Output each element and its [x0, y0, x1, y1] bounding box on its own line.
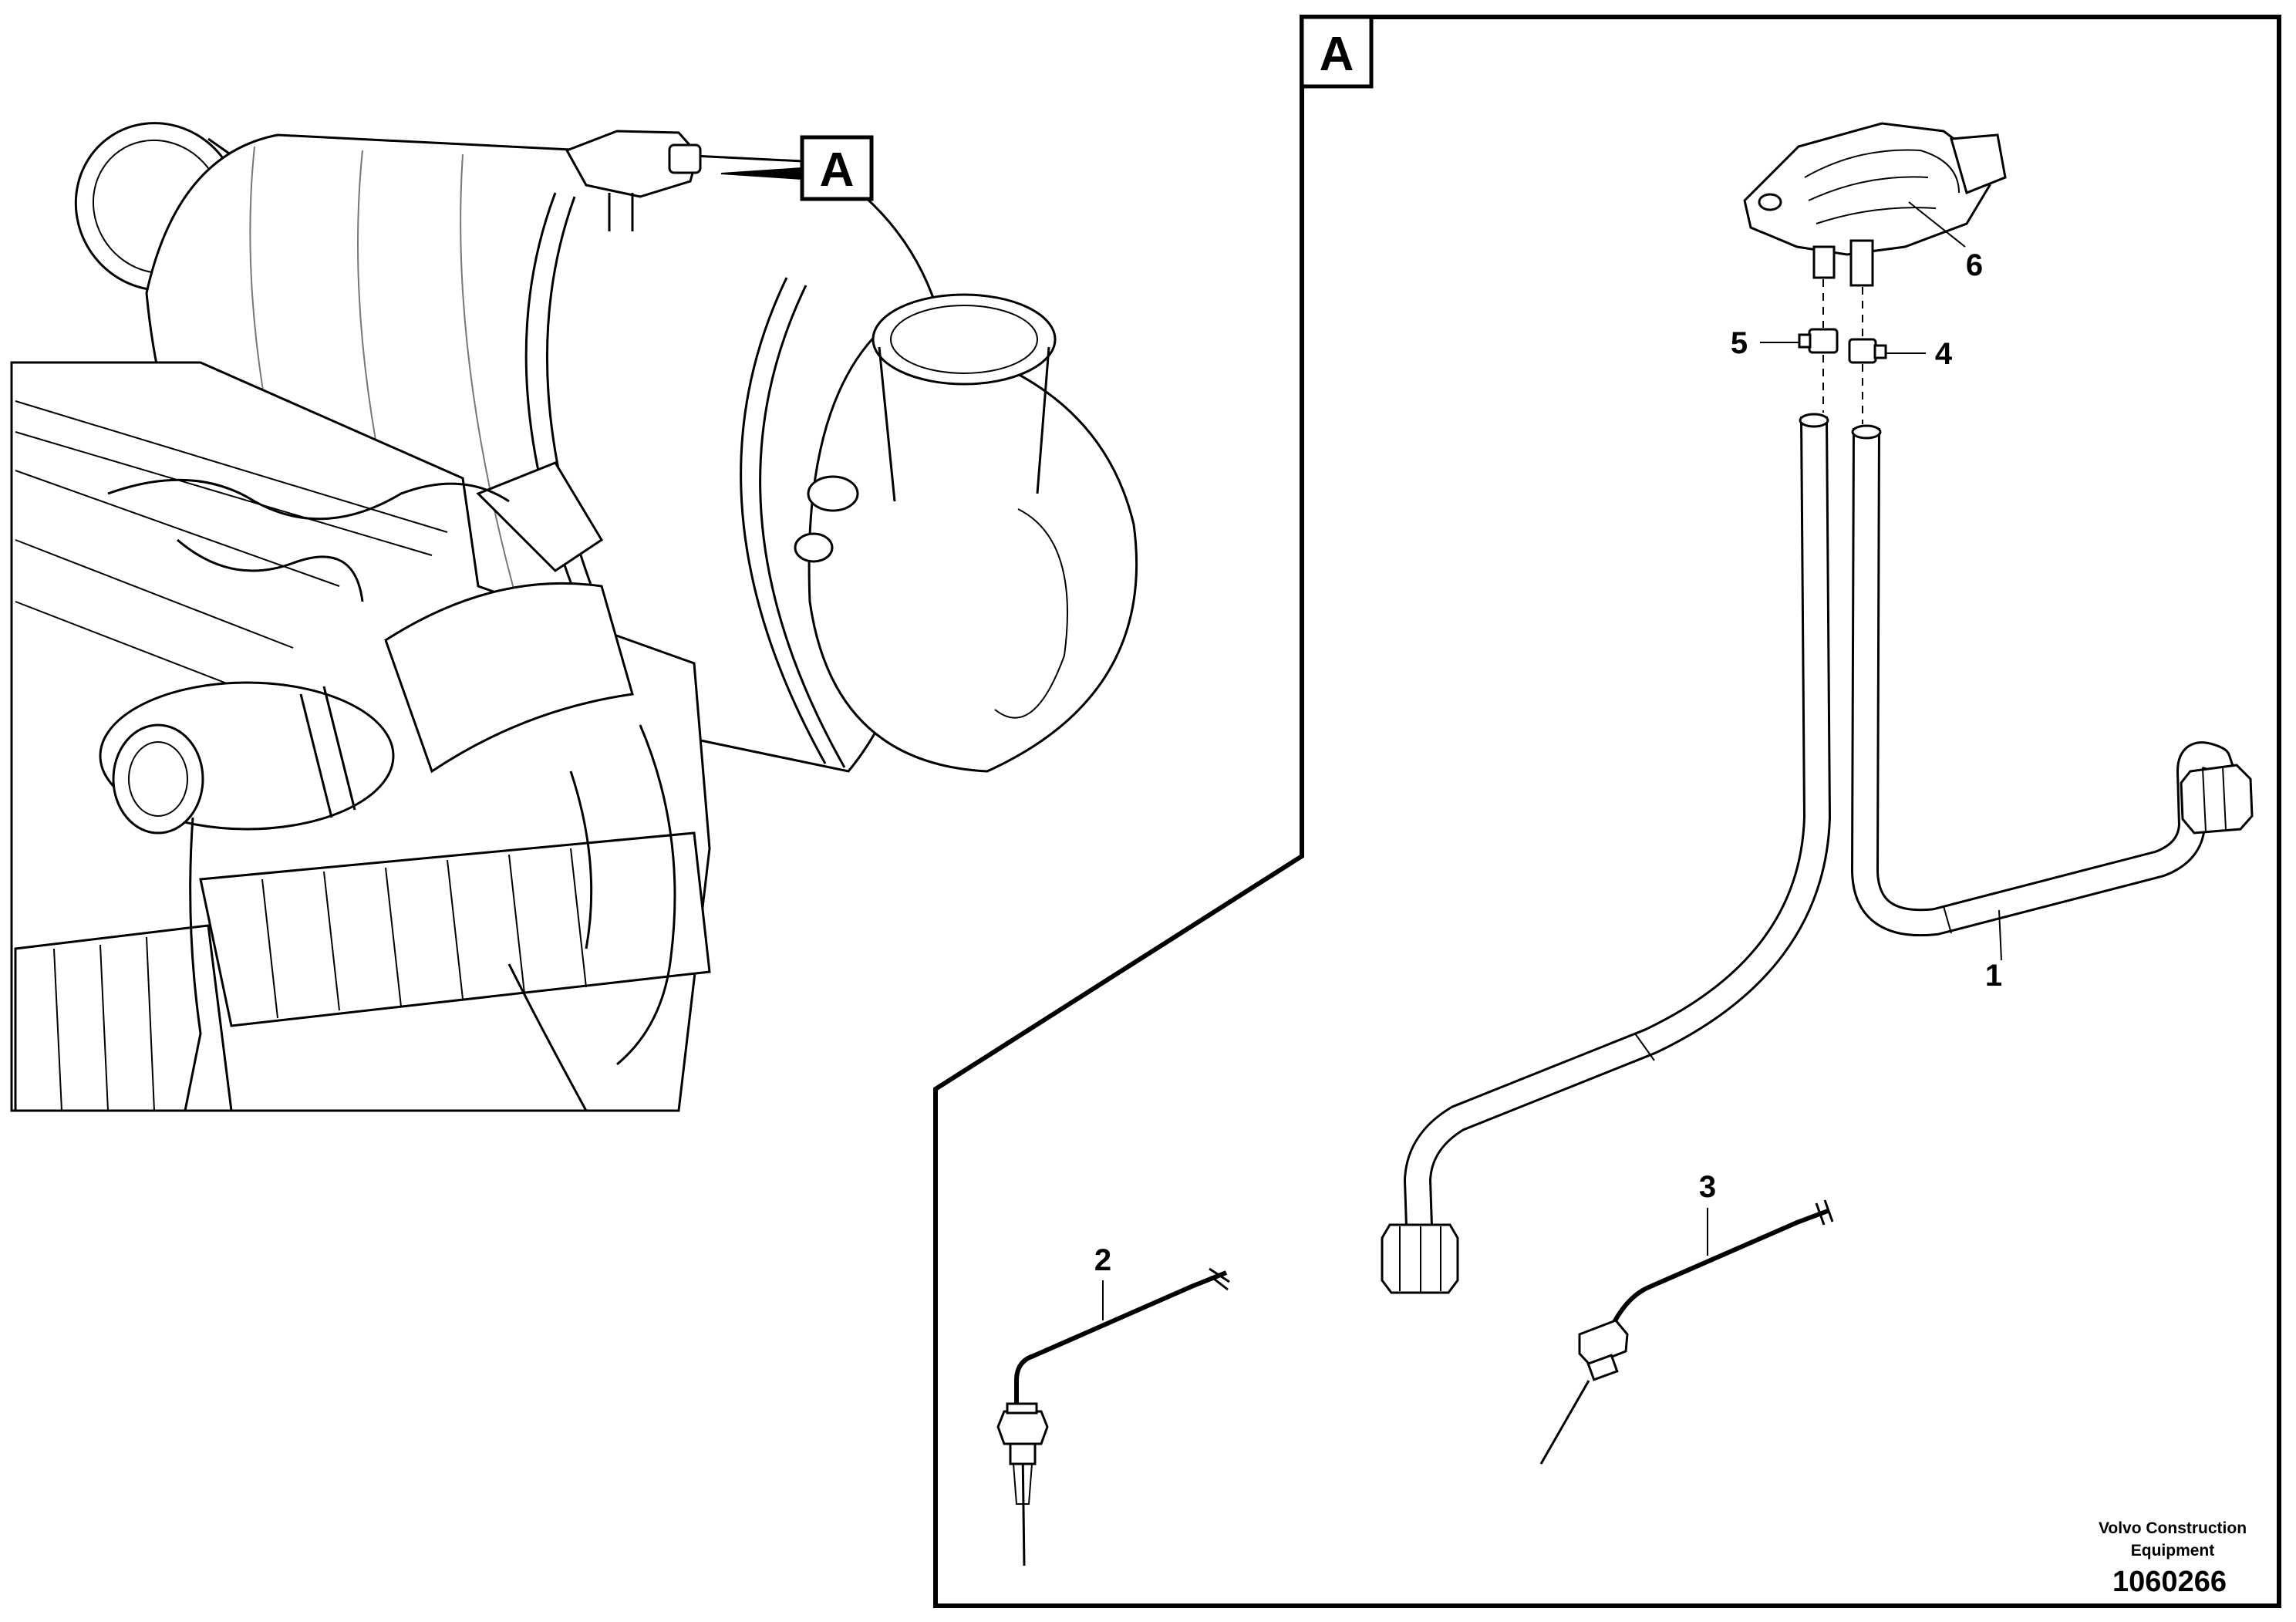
- view-a-callout: A: [720, 135, 874, 201]
- engine-aftertreatment-illustration: [10, 122, 1138, 1112]
- leader-1: [1998, 909, 2002, 961]
- callout-3: 3: [1699, 1170, 1716, 1204]
- callout-6: 6: [1966, 248, 1983, 282]
- callout-4: 4: [1935, 337, 1953, 371]
- brand-line-1: Volvo Construction: [2099, 1519, 2247, 1537]
- pipe-assembly-part: [1381, 413, 2254, 1294]
- temperature-sensor-2-part: [996, 1267, 1230, 1566]
- brand-line-2: Equipment: [2131, 1542, 2215, 1560]
- view-letter: A: [1320, 28, 1354, 81]
- temperature-sensor-3-part: [1539, 1199, 1834, 1465]
- hose-clamp-5: [1798, 328, 1839, 354]
- document-number: 1060266: [2112, 1566, 2227, 1598]
- callout-5: 5: [1731, 326, 1748, 360]
- pressure-sensor-part: [1743, 122, 2007, 287]
- detail-view-frame: A: [933, 15, 2281, 1608]
- callout-letter: A: [820, 143, 855, 197]
- callout-2: 2: [1094, 1243, 1111, 1277]
- hose-clamp-4: [1848, 338, 1887, 364]
- callout-1: 1: [1985, 959, 2002, 993]
- leader-6: [1908, 201, 1966, 248]
- view-letter-box: [1300, 15, 1374, 89]
- callout-box: [800, 135, 874, 201]
